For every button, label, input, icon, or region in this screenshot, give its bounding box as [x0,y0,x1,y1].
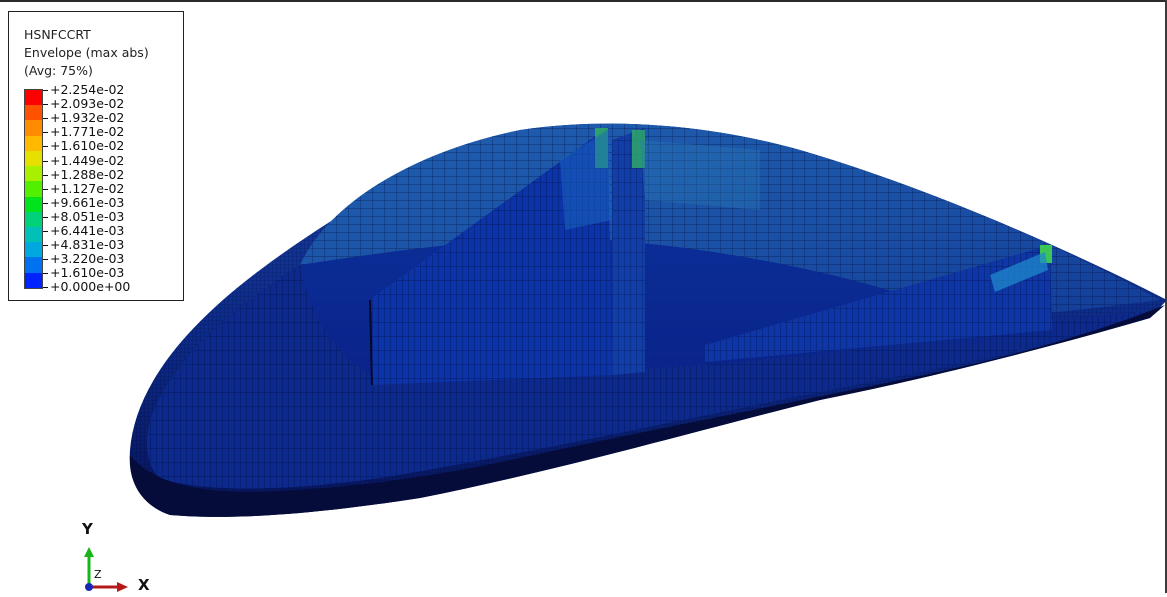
right-border [1165,0,1167,593]
y-axis-label: Y [82,520,93,538]
legend-value: +1.771e-02 [43,125,124,138]
legend-swatch [25,166,42,182]
legend-color-bar [24,89,43,289]
legend-swatch [25,211,42,227]
legend-value: +1.288e-02 [43,168,124,181]
legend-title: HSNFCCRT [24,27,91,42]
y-axis-arrowhead [84,547,94,557]
front-band-mesh [147,265,1160,489]
legend-averaging: (Avg: 75%) [24,63,93,78]
legend-value: +1.449e-02 [43,154,124,167]
x-axis-label: X [138,576,150,594]
bottom-rim [129,305,1166,517]
legend-value: +4.831e-03 [43,238,124,251]
contour-legend: HSNFCCRT Envelope (max abs) (Avg: 75%) +… [8,11,184,301]
hotspot-rib-top-mid [632,130,645,168]
legend-value: +3.220e-03 [43,252,124,265]
top-border [0,0,1167,2]
legend-value: +2.254e-02 [43,83,124,96]
x-axis-arrowhead [117,582,128,592]
rib-left-mesh [372,127,612,385]
legend-swatch [25,90,42,106]
legend-value: +1.610e-03 [43,266,124,279]
legend-swatch [25,196,42,212]
z-axis-label: Z [94,568,102,581]
legend-swatch [25,105,42,121]
rib-middle-mesh [612,128,645,375]
hotspot-top-shading [640,140,760,210]
legend-subtitle: Envelope (max abs) [24,45,149,60]
legend-swatch [25,257,42,273]
rib-right-mesh [705,245,1052,362]
hotspot-band-right [990,252,1048,292]
legend-value: +9.661e-03 [43,196,124,209]
legend-value: +1.932e-02 [43,111,124,124]
legend-swatch [25,135,42,151]
legend-value: +0.000e+00 [43,280,130,293]
legend-swatch [25,181,42,197]
axis-triad: Y Z X [74,520,164,594]
legend-swatch [25,242,42,258]
top-surface-mesh [300,123,1160,319]
legend-value: +8.051e-03 [43,210,124,223]
legend-swatch [25,272,42,288]
legend-swatch [25,150,42,167]
rib-seam [369,299,373,386]
z-axis-origin [85,583,93,591]
legend-value: +1.127e-02 [43,182,124,195]
legend-swatch [25,226,42,243]
triad-arrows [84,547,128,592]
legend-value: +6.441e-03 [43,224,124,237]
hotspot-rib-shading [560,130,612,230]
legend-value: +1.610e-02 [43,139,124,152]
legend-value: +2.093e-02 [43,97,124,110]
legend-swatch [25,120,42,136]
